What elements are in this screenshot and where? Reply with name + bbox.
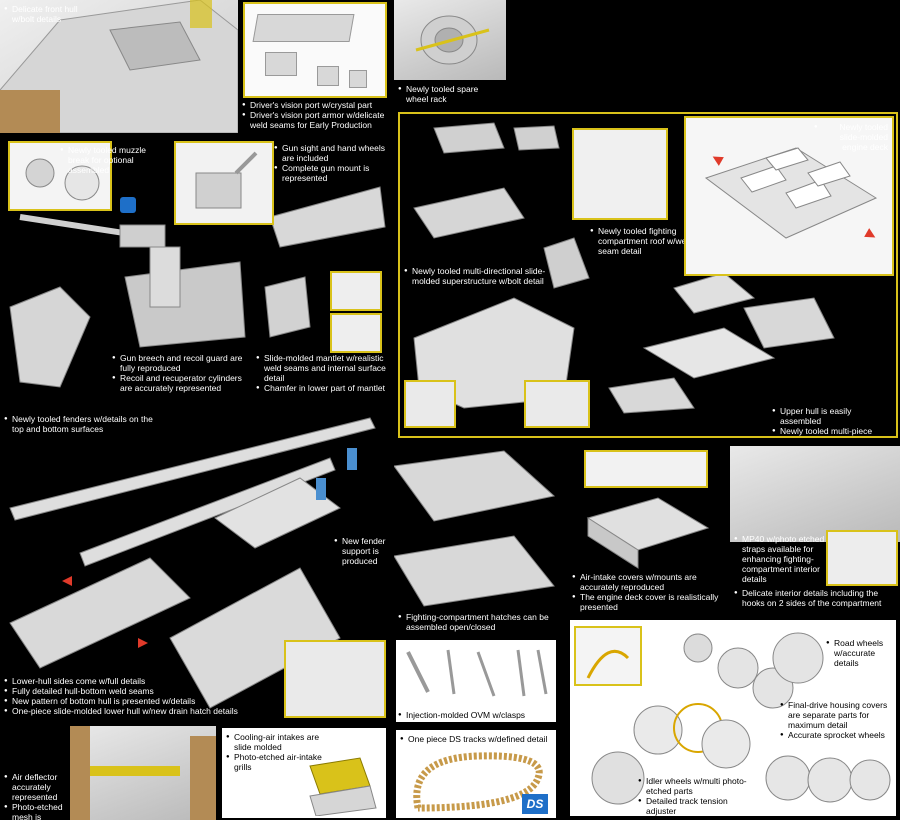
mp40-render	[730, 446, 900, 542]
vision-armor-part-2	[317, 66, 339, 86]
caption-final-drive: Final-drive housing covers are separate …	[780, 700, 896, 740]
mantlet-inset-1	[330, 271, 382, 311]
upper-hull-inset-1	[404, 380, 456, 428]
spare-wheel-shape	[415, 15, 490, 65]
caption-vision-port: Driver's vision port w/crystal part Driv…	[242, 100, 388, 130]
caption-spare-wheel: Newly tooled spare wheel rack	[398, 84, 502, 104]
caption-front-hull: Delicate front hull w/bolt details	[4, 4, 100, 24]
caption-ds-tracks: One piece DS tracks w/defined detail	[400, 734, 550, 744]
gun-shape	[9, 154, 386, 388]
ovm-tools-shape	[406, 649, 548, 697]
caption-superstructure: Newly tooled multi-directional slide-mol…	[404, 266, 554, 286]
lower-hull-inset	[284, 640, 386, 718]
upper-hull-inset-2	[524, 380, 590, 428]
panel-ovm: Injection-molded OVM w/clasps	[394, 638, 562, 724]
ds-logo: DS	[522, 794, 548, 814]
panel-upper-hull: Newly tooled fighting compartment roof w…	[394, 108, 900, 438]
panel-front-hull: Delicate front hull w/bolt details	[0, 0, 238, 133]
caption-hatches: Fighting-compartment hatches can be asse…	[398, 612, 558, 632]
mantlet-inset-2	[330, 313, 382, 353]
air-deflector-shape	[70, 726, 216, 820]
caption-fighting-roof: Newly tooled fighting compartment roof w…	[590, 226, 700, 256]
caption-idler: Idler wheels w/multi photo-etched parts …	[638, 776, 748, 816]
panel-ds-tracks: DS One piece DS tracks w/defined detail	[394, 728, 562, 820]
caption-ovm: Injection-molded OVM w/clasps	[398, 710, 558, 720]
wheels-shape	[586, 632, 891, 805]
mp40-inset	[826, 530, 898, 586]
vision-armor-part-3	[349, 70, 367, 88]
hatches-shape	[394, 450, 556, 607]
panel-wheels: Road wheels w/accurate details Final-dri…	[568, 618, 900, 820]
caption-road-wheels: Road wheels w/accurate details	[826, 638, 896, 668]
vision-port-part	[252, 14, 355, 42]
caption-lower-hull: Lower-hull sides come w/full details Ful…	[4, 676, 284, 716]
lower-hull-arrow-left-icon	[62, 576, 72, 586]
panel-hatches: Fighting-compartment hatches can be asse…	[394, 446, 562, 636]
panel-gun: Newly tooled muzzle break for optional a…	[0, 137, 390, 405]
panel-spare-wheel: Newly tooled spare wheel rack	[394, 0, 506, 104]
panel-vision-port: Driver's vision port w/crystal part Driv…	[240, 0, 390, 133]
caption-breech: Gun breech and recoil guard are fully re…	[112, 353, 252, 393]
caption-fender-support: New fender support is produced	[334, 536, 386, 566]
caption-cooling-air: Cooling-air intakes are slide molded Pho…	[226, 732, 322, 772]
lower-hull-arrow-right-icon	[138, 638, 148, 648]
air-intake-inset	[584, 450, 708, 488]
front-hull-shape	[0, 0, 238, 133]
panel-air-deflector: Air deflector accurately represented Pho…	[0, 726, 216, 820]
muzzle-badge-icon	[120, 197, 136, 213]
vision-armor-part	[265, 52, 297, 76]
gun-sight-shape	[195, 151, 258, 209]
caption-upper-hull: Upper hull is easily assembled Newly too…	[772, 406, 894, 438]
caption-fenders: Newly tooled fenders w/details on the to…	[4, 414, 164, 434]
air-intake-shape	[586, 497, 710, 569]
upper-hull-frame	[398, 112, 898, 438]
cooling-air-shape	[309, 757, 377, 816]
panel-air-intake: Air-intake covers w/mounts are accuratel…	[568, 446, 726, 612]
gun-sight-inset	[174, 141, 274, 225]
wheels-inset	[574, 626, 642, 686]
fighting-roof-inset	[572, 128, 668, 220]
caption-gun-sight: Gun sight and hand wheels are included C…	[274, 143, 386, 183]
ds-tracks-shape	[413, 752, 543, 812]
vision-port-inset	[243, 2, 387, 98]
caption-muzzle: Newly tooled muzzle break for optional a…	[60, 145, 156, 175]
engine-deck-shape	[704, 147, 878, 239]
caption-air-deflector: Air deflector accurately represented Pho…	[4, 772, 74, 820]
caption-mp40-interior: Delicate interior details including the …	[734, 588, 896, 608]
caption-air-intake: Air-intake covers w/mounts are accuratel…	[572, 572, 722, 612]
caption-mantlet: Slide-molded mantlet w/realistic weld se…	[256, 353, 386, 393]
lower-hull-shape	[9, 417, 376, 709]
panel-mp40: MP40 w/photo etched straps available for…	[730, 446, 900, 612]
panel-cooling-air: Cooling-air intakes are slide molded Pho…	[220, 726, 390, 820]
caption-engine-deck: Newly tooled slide-molded engine deck	[814, 122, 888, 152]
panel-lower-hull: Newly tooled fenders w/details on the to…	[0, 408, 390, 721]
caption-mp40: MP40 w/photo etched straps available for…	[734, 534, 826, 584]
